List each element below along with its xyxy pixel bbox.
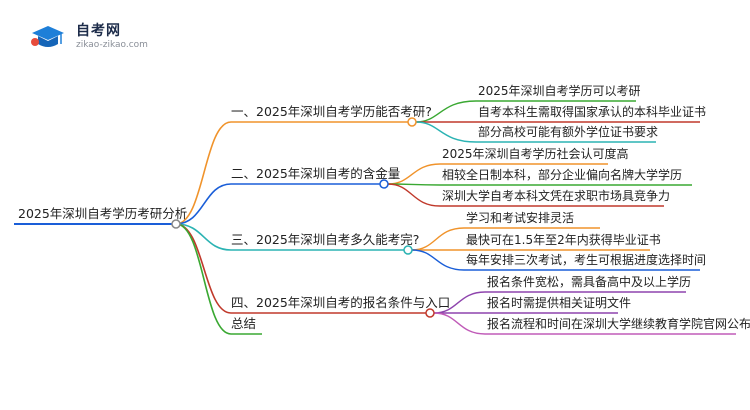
logo-title: 自考网: [76, 23, 121, 39]
branch-to-leaf-link-2-3: [387, 183, 441, 207]
branch-to-leaf-link-3-1: [411, 227, 465, 251]
branch-node-5[interactable]: 总结: [231, 316, 257, 331]
leaf-node-3-1[interactable]: 学习和考试安排灵活: [466, 211, 575, 225]
leaf-node-4-2[interactable]: 报名时需提供相关证明文件: [487, 296, 632, 310]
branch-collapse-dot-1: [407, 117, 417, 127]
leaf-node-1-2[interactable]: 自考本科生需取得国家承认的本科毕业证书: [478, 105, 707, 119]
branch-node-3[interactable]: 三、2025年深圳自考多久能考完?: [231, 232, 420, 247]
leaf-node-2-3[interactable]: 深圳大学自考本科文凭在求职市场具竞争力: [442, 189, 671, 203]
graduation-cap-icon: [31, 26, 64, 47]
branch-node-4[interactable]: 四、2025年深圳自考的报名条件与入口: [231, 295, 451, 310]
root-to-branch-link-2: [175, 183, 232, 225]
branch-collapse-dot-4: [425, 308, 435, 318]
branch-collapse-dot-3: [403, 245, 413, 255]
leaf-node-2-2[interactable]: 相较全日制本科，部分企业偏向名牌大学学历: [442, 168, 683, 182]
leaf-node-4-1[interactable]: 报名条件宽松，需具备高中及以上学历: [487, 275, 692, 289]
leaf-node-4-3[interactable]: 报名流程和时间在深圳大学继续教育学院官网公布: [487, 317, 750, 331]
root-node[interactable]: 2025年深圳自考学历考研分析: [18, 206, 188, 221]
branch-to-leaf-link-1-3: [415, 121, 477, 143]
branch-to-leaf-link-4-3: [433, 312, 486, 335]
root-to-branch-link-1: [175, 121, 232, 225]
branch-node-1[interactable]: 一、2025年深圳自考学历能否考研?: [231, 104, 432, 119]
root-collapse-dot: [171, 219, 181, 229]
leaf-node-3-2[interactable]: 最快可在1.5年至2年内获得毕业证书: [466, 233, 661, 247]
leaf-node-2-1[interactable]: 2025年深圳自考学历社会认可度高: [442, 147, 629, 161]
leaf-node-3-3[interactable]: 每年安排三次考试，考生可根据进度选择时间: [466, 253, 707, 267]
branch-to-leaf-link-3-3: [411, 249, 465, 271]
leaf-node-1-3[interactable]: 部分高校可能有额外学位证书要求: [478, 125, 659, 139]
branch-node-2[interactable]: 二、2025年深圳自考的含金量: [231, 166, 401, 181]
root-to-branch-link-3: [175, 223, 232, 251]
logo-url: zikao-zikao.com: [76, 40, 148, 50]
root-to-branch-link-5: [175, 223, 232, 335]
branch-collapse-dot-2: [379, 179, 389, 189]
leaf-node-1-1[interactable]: 2025年深圳自考学历可以考研: [478, 84, 641, 98]
site-logo[interactable]: 自考网 zikao-zikao.com: [30, 18, 190, 58]
